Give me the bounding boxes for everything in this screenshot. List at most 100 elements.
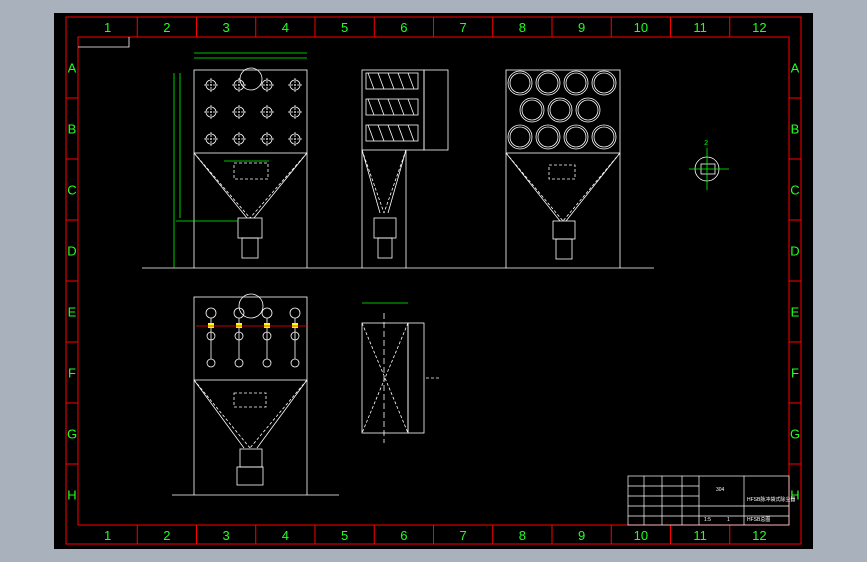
zone-label-col-bottom: 2 bbox=[163, 528, 170, 543]
zone-label-col-bottom: 11 bbox=[693, 528, 707, 543]
zone-label-col-bottom: 7 bbox=[460, 528, 467, 543]
bag-row bbox=[365, 98, 419, 116]
zone-label-col-bottom: 1 bbox=[104, 528, 111, 543]
filter-bag-inner bbox=[521, 99, 543, 121]
zone-label-col-top: 11 bbox=[693, 20, 707, 35]
zone-label-col-bottom: 8 bbox=[519, 528, 526, 543]
bag-hatch bbox=[397, 72, 405, 90]
zone-label-col-top: 12 bbox=[752, 20, 766, 35]
bag-hatch bbox=[407, 124, 415, 142]
valve bbox=[289, 307, 301, 319]
rear-view-filter-bags bbox=[507, 70, 617, 150]
bag-row bbox=[365, 124, 419, 142]
bag-row bbox=[365, 72, 419, 90]
bag-hatch bbox=[377, 124, 385, 142]
filter-bag-inner bbox=[537, 126, 559, 148]
zone-label-col-top: 7 bbox=[460, 20, 467, 35]
detail-view-2 bbox=[689, 148, 729, 190]
valve bbox=[233, 307, 245, 319]
bag-hatch bbox=[387, 98, 395, 116]
zone-label-col-top: 3 bbox=[223, 20, 230, 35]
bag-hatch bbox=[367, 98, 375, 116]
rear-view-body bbox=[505, 69, 621, 154]
filter-bag bbox=[575, 97, 601, 123]
zone-label-row-left: C bbox=[67, 183, 76, 198]
bag-hatch bbox=[407, 98, 415, 116]
zone-label-col-bottom: 3 bbox=[223, 528, 230, 543]
bag-hatch bbox=[387, 72, 395, 90]
filter-bag-inner bbox=[577, 99, 599, 121]
title-scale: 1:5 bbox=[704, 517, 711, 523]
zone-label-row-right: D bbox=[790, 244, 799, 259]
zone-label-col-top: 6 bbox=[400, 20, 407, 35]
filter-bag bbox=[563, 124, 589, 150]
side-view-bag-rows bbox=[365, 72, 419, 142]
zone-label-col-bottom: 6 bbox=[400, 528, 407, 543]
zone-label-row-left: F bbox=[68, 366, 76, 381]
side-view bbox=[361, 69, 449, 268]
pulse-valve bbox=[208, 323, 214, 328]
bag-hatch bbox=[397, 98, 405, 116]
zone-label-row-right: E bbox=[791, 305, 800, 320]
inner-frame bbox=[77, 36, 790, 526]
valve bbox=[261, 307, 273, 319]
filter-bag-inner bbox=[549, 99, 571, 121]
zone-label-col-bottom: 9 bbox=[578, 528, 585, 543]
filter-bag bbox=[507, 124, 533, 150]
filter-bag bbox=[535, 70, 561, 96]
zone-label-row-right: A bbox=[791, 61, 800, 76]
lower-front-view bbox=[172, 293, 339, 496]
filter-bag bbox=[535, 124, 561, 150]
title-sheet: 1 bbox=[727, 517, 730, 523]
valve bbox=[205, 307, 217, 319]
front-view-valve bbox=[237, 217, 263, 239]
valve bbox=[206, 358, 216, 368]
bag-hatch bbox=[377, 98, 385, 116]
zone-label-row-left: A bbox=[68, 61, 77, 76]
filter-bag-inner bbox=[537, 72, 559, 94]
pulse-valve bbox=[236, 323, 242, 328]
filter-bag-inner bbox=[509, 72, 531, 94]
lower-front-view-body bbox=[193, 296, 308, 381]
zone-label-col-top: 9 bbox=[578, 20, 585, 35]
side-section bbox=[361, 302, 439, 443]
title-code: 304 bbox=[716, 487, 725, 493]
valve bbox=[234, 358, 244, 368]
zone-label-col-bottom: 12 bbox=[752, 528, 766, 543]
filter-bag bbox=[563, 70, 589, 96]
front-view-filter-holes bbox=[204, 78, 302, 146]
rear-view bbox=[505, 69, 621, 268]
zone-label-col-bottom: 10 bbox=[634, 528, 648, 543]
valve bbox=[290, 358, 300, 368]
zone-label-col-top: 8 bbox=[519, 20, 526, 35]
filter-bag bbox=[507, 70, 533, 96]
front-view-body bbox=[193, 69, 308, 154]
zone-label-col-top: 10 bbox=[634, 20, 648, 35]
title-name: HFSB脉冲袋式除尘器 bbox=[747, 496, 795, 503]
zone-label-row-right: G bbox=[790, 427, 800, 442]
pulse-valve bbox=[264, 323, 270, 328]
zone-label-row-left: G bbox=[67, 427, 77, 442]
front-view bbox=[142, 52, 654, 269]
bag-hatch bbox=[387, 124, 395, 142]
bag-hatch bbox=[367, 72, 375, 90]
filter-bag bbox=[591, 70, 617, 96]
bag-hatch bbox=[367, 124, 375, 142]
zone-ticks bbox=[66, 17, 801, 544]
filter-bag-inner bbox=[509, 126, 531, 148]
lower-view-valves bbox=[196, 307, 307, 368]
pulse-valve bbox=[292, 323, 298, 328]
zone-label-row-right: H bbox=[790, 488, 799, 503]
filter-bag bbox=[547, 97, 573, 123]
zone-label-row-left: D bbox=[67, 244, 76, 259]
revision-box bbox=[78, 37, 130, 48]
zone-label-col-top: 2 bbox=[163, 20, 170, 35]
title-block bbox=[627, 475, 790, 526]
zone-label-row-left: E bbox=[68, 305, 77, 320]
front-view-inlet bbox=[239, 67, 263, 91]
bag-hatch bbox=[377, 72, 385, 90]
zone-label-row-right: C bbox=[790, 183, 799, 198]
